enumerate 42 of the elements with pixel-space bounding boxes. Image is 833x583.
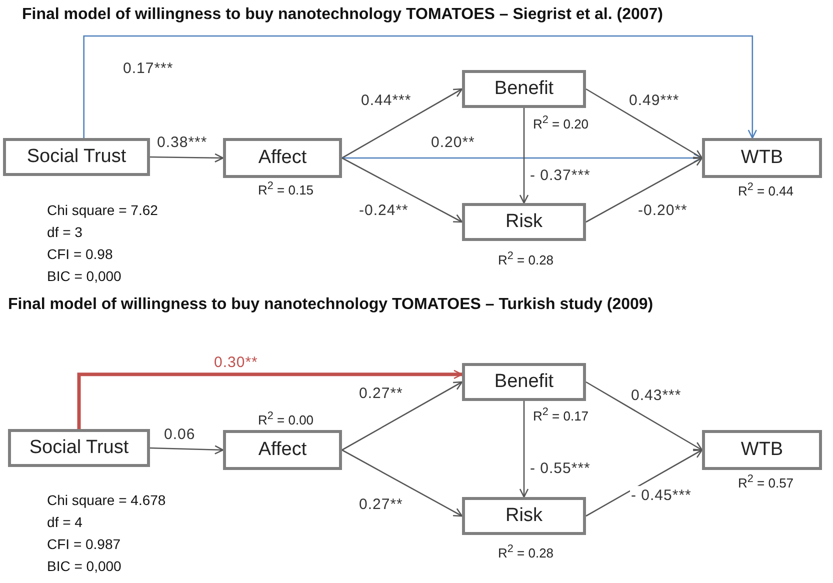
construct-box: WTB — [702, 430, 822, 470]
arrow — [342, 157, 463, 223]
fit-statistic: CFI = 0.98 — [47, 246, 113, 262]
arrow — [342, 88, 463, 159]
fit-statistic: Chi square = 4.678 — [47, 492, 166, 508]
construct-box: Affect — [223, 430, 342, 470]
arrow — [342, 449, 463, 517]
r-squared-value: R$^{2}$ = 0.57 — [738, 473, 794, 490]
r-squared-value: R$^{2}$ = 0.20 — [533, 114, 589, 132]
fit-statistic: df = 4 — [47, 514, 82, 530]
arrow — [586, 157, 703, 223]
construct-box: Risk — [462, 203, 586, 241]
section-title: Final model of willingness to buy nanotechnology TOMATOES – Turkish study (2009) — [8, 296, 654, 314]
arrow — [586, 449, 703, 517]
arrow — [150, 445, 224, 454]
r-squared-value: R$^{2}$ = 0.28 — [498, 250, 554, 268]
arrow — [83, 35, 758, 139]
fit-statistic: Chi square = 7.62 — [47, 202, 158, 218]
arrow — [586, 381, 703, 451]
construct-box: Risk — [462, 497, 586, 535]
arrow — [77, 370, 463, 429]
arrow — [519, 401, 529, 498]
r-squared-value: R$^{2}$ = 0.00 — [258, 410, 314, 428]
construct-box: Benefit — [462, 70, 586, 108]
fit-statistic: BIC = 0,000 — [47, 268, 122, 284]
arrow — [519, 108, 529, 204]
construct-box: Affect — [223, 138, 342, 178]
construct-box: Social Trust — [8, 429, 150, 467]
construct-box: Benefit — [462, 363, 586, 401]
diagram-title: Final model of willingness to buy nanotechnology TOMATOES – Siegrist et al. (2007) — [22, 6, 663, 24]
r-squared-value: R$^{2}$ = 0.15 — [258, 180, 314, 198]
arrow — [342, 381, 463, 451]
construct-box: Social Trust — [3, 138, 150, 176]
fit-statistic: CFI = 0.987 — [47, 536, 121, 552]
construct-box: WTB — [702, 138, 822, 178]
arrow — [586, 88, 703, 159]
r-squared-value: R$^{2}$ = 0.28 — [498, 543, 554, 560]
arrow — [150, 153, 224, 163]
fit-statistic: df = 3 — [47, 224, 82, 240]
r-squared-value: R$^{2}$ = 0.17 — [533, 406, 589, 424]
r-squared-value: R$^{2}$ = 0.44 — [738, 181, 794, 198]
fit-statistic: BIC = 0,000 — [47, 558, 122, 574]
